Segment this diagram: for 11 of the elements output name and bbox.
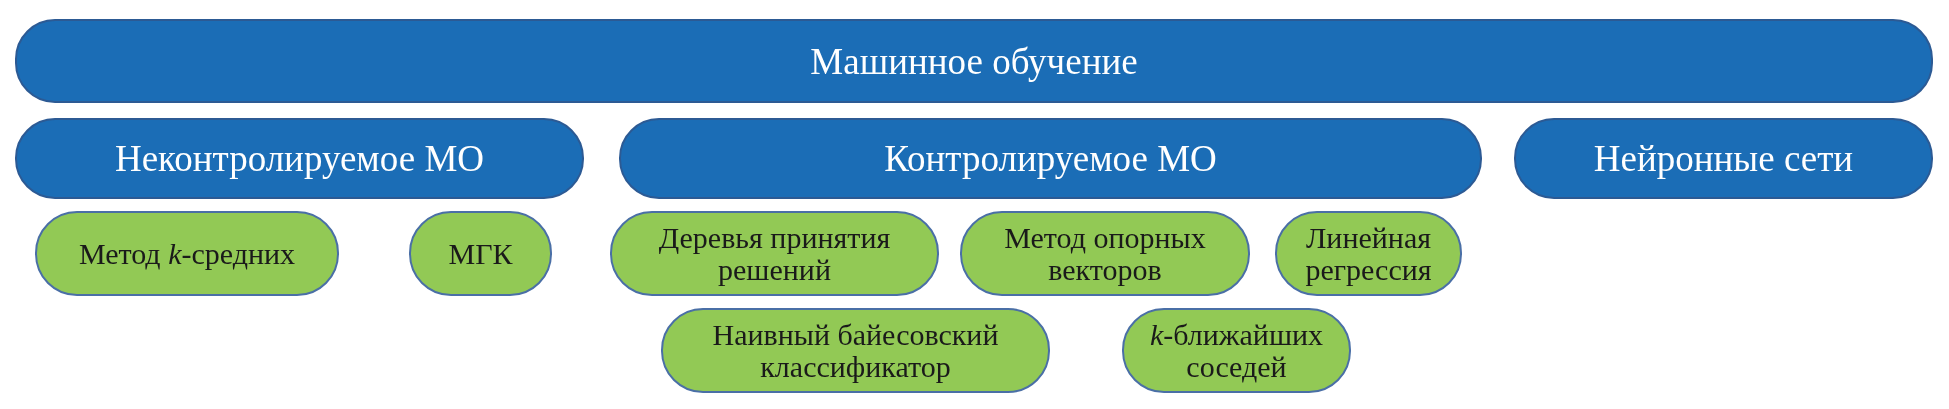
node-label: МГК (448, 237, 513, 270)
node-label: Метод k-средних (78, 237, 296, 270)
node-label: Машинное обучение (810, 39, 1138, 83)
node-label: Наивный байесовский классификатор (711, 319, 1000, 382)
node-label: k-ближайших соседей (1148, 319, 1325, 382)
node-label: Неконтролируемое МО (114, 137, 484, 180)
node-label: Контролируемое МО (884, 137, 1217, 180)
node-label: Нейронные сети (1593, 137, 1854, 180)
node-label: Линейная регрессия (1304, 222, 1433, 285)
node-label: Деревья принятия решений (657, 222, 892, 285)
node-label: Метод опорных векторов (1003, 222, 1207, 285)
